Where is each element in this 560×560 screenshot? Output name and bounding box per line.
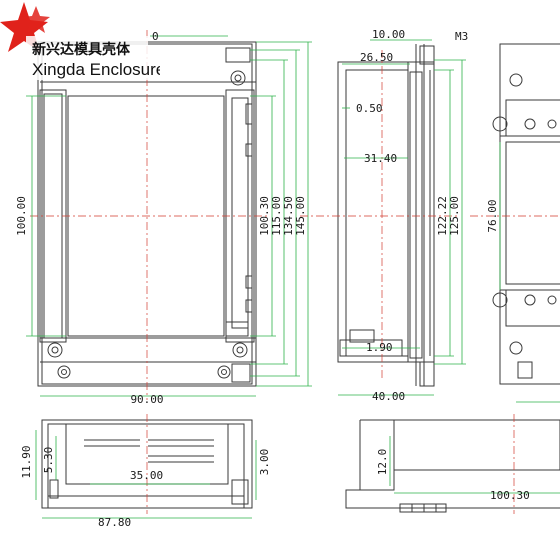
dim-125: 125.00 <box>448 196 461 236</box>
brand-name-cn: 新兴达模具壳体 <box>32 41 131 58</box>
dim-5-30: 5.30 <box>42 447 55 474</box>
dim-10: 10.00 <box>372 28 405 41</box>
section-view: 12.0 100.30 <box>345 414 560 514</box>
dim-134-50: 134.50 <box>282 196 295 236</box>
dim-3: 3.00 <box>258 449 271 476</box>
side-view: 10.00 M3 26.50 0.50 31.40 122.22 125.00 … <box>300 28 468 403</box>
dim-thread-m3: M3 <box>455 30 468 43</box>
dim-100-30-section: 100.30 <box>490 489 530 502</box>
screw-icon <box>217 365 231 379</box>
screw-icon <box>57 365 71 379</box>
screw-icon <box>47 342 63 358</box>
dim-11-90: 11.90 <box>20 445 33 478</box>
screw-icon <box>230 70 246 86</box>
rear-view: 76.00 <box>470 43 560 403</box>
dim-87-80: 87.80 <box>98 516 131 529</box>
dim-26-50: 26.50 <box>360 51 393 64</box>
brand-name-en: Xingda Enclosure <box>32 60 160 79</box>
front-view: 0 100.00 100.30 115.00 134.50 145.00 90.… <box>15 30 312 406</box>
bottom-view: 11.90 5.30 35.00 3.00 87.80 <box>20 414 271 529</box>
side-outer <box>337 61 435 363</box>
dim-31-40: 31.40 <box>364 152 397 165</box>
dim-40: 40.00 <box>372 390 405 403</box>
dim-76: 76.00 <box>486 199 499 232</box>
screw-icon <box>232 342 248 358</box>
dim-12: 12.0 <box>376 449 389 476</box>
dim-width-90: 90.00 <box>130 393 163 406</box>
dim-122-22: 122.22 <box>436 196 449 236</box>
dim-0-50: 0.50 <box>356 102 383 115</box>
dim-115: 115.00 <box>270 196 283 236</box>
dim-top-partial: 0 <box>152 30 159 43</box>
dim-100-30: 100.30 <box>258 196 271 236</box>
dim-height-100: 100.00 <box>15 196 28 236</box>
brand-logo: 新兴达模具壳体 Xingda Enclosure <box>0 2 160 80</box>
dim-35: 35.00 <box>130 469 163 482</box>
dim-1-90: 1.90 <box>366 341 393 354</box>
